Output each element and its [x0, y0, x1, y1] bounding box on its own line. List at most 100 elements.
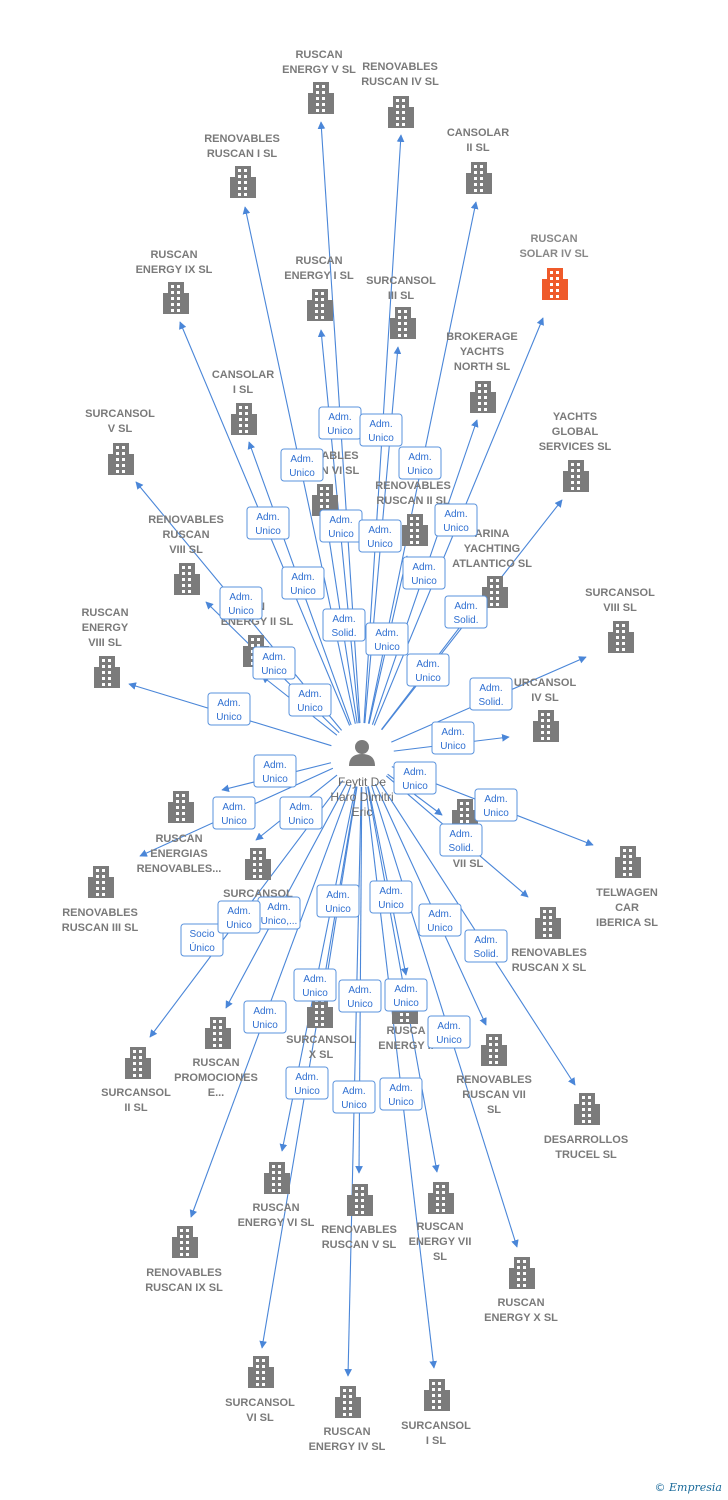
relation-label[interactable]: Adm.Unico [431, 721, 475, 755]
window [188, 572, 191, 575]
relation-label[interactable]: Adm.Unico [434, 503, 478, 537]
relation-label[interactable]: Adm.Unico [332, 1080, 376, 1114]
relation-label[interactable]: Adm.Unico [393, 761, 437, 795]
relation-label[interactable]: Adm.Unico [338, 979, 382, 1013]
relation-label[interactable]: Adm.Unico [369, 880, 413, 914]
relation-label[interactable]: Adm.Unico [207, 692, 251, 726]
relation-label[interactable]: Adm.Solid. [439, 823, 483, 857]
relation-label[interactable]: Adm.Unico [281, 566, 325, 600]
company-node-surcansol-ix[interactable]: SURCANSOL [223, 848, 293, 900]
relation-label[interactable]: Adm.Unico [293, 968, 337, 1002]
relation-label[interactable]: Adm.Unico [279, 796, 323, 830]
window [343, 1407, 346, 1410]
relation-label[interactable]: Adm.Unico [212, 796, 256, 830]
window [171, 309, 174, 312]
brand-logo[interactable]: Empresia [669, 1481, 722, 1494]
relation-label[interactable]: Adm.Unico [474, 788, 518, 822]
company-node-ruscan-energias-renovables[interactable]: RUSCANENERGIASRENOVABLES... [137, 791, 222, 875]
company-label-line: URCANSOL [514, 677, 577, 689]
company-label-line: ENERGIAS [150, 848, 207, 860]
relation-label[interactable]: Adm.Unico [319, 509, 363, 543]
relation-label[interactable]: Adm.Unico [384, 978, 428, 1012]
relation-label[interactable]: Adm.Unico [427, 1015, 471, 1049]
relation-label[interactable]: Adm.Solid. [322, 608, 366, 642]
relation-text: Adm. [375, 628, 398, 639]
relation-label[interactable]: Adm.Solid. [444, 595, 488, 629]
relation-label[interactable]: Adm.Unico [219, 586, 263, 620]
company-label-line: RENOVABLES [362, 61, 438, 73]
relation-box [359, 413, 403, 447]
relation-label[interactable]: Adm.Unico,... [257, 896, 301, 930]
window [321, 316, 324, 319]
relation-label[interactable]: Adm.Unico [359, 413, 403, 447]
relation-label[interactable]: Adm.Solid. [469, 677, 513, 711]
company-node-surcansol-iv[interactable]: URCANSOL IV SL [514, 677, 577, 742]
relation-label[interactable]: Adm.Unico [217, 900, 261, 934]
company-label-line: RUSCAN I SL [207, 148, 278, 160]
relation-label[interactable]: Adm.Unico [243, 1000, 287, 1034]
window [102, 893, 105, 896]
relation-label[interactable]: Adm.Unico [379, 1077, 423, 1111]
relation-label[interactable]: Adm.Unico [246, 506, 290, 540]
relation-label[interactable]: Adm.Unico [365, 622, 409, 656]
relation-label[interactable]: Adm.Unico [398, 446, 442, 480]
company-label-line: GLOBAL [552, 426, 599, 438]
relation-label[interactable]: Adm.Unico [285, 1066, 329, 1100]
company-label-line: VI SL [246, 1412, 274, 1424]
relation-text: Adm. [289, 802, 312, 813]
relation-label[interactable]: Adm.Unico [253, 754, 297, 788]
relation-box [384, 978, 428, 1012]
window [480, 165, 483, 168]
relation-label[interactable]: Adm.Solid. [464, 929, 508, 963]
relation-label[interactable]: Adm.Unico [252, 646, 296, 680]
relation-label[interactable]: Adm.Unico [288, 683, 332, 717]
relation-label[interactable]: Adm.Unico [316, 884, 360, 918]
relation-label[interactable]: Adm.Unico [402, 556, 446, 590]
window [556, 283, 559, 286]
window [489, 1043, 492, 1046]
relation-label[interactable]: Adm.Unico [358, 519, 402, 553]
relation-label[interactable]: Adm.Unico [318, 406, 362, 440]
company-node-ruscan-promociones[interactable]: RUSCANPROMOCIONESE... [174, 1017, 258, 1099]
company-label-line: IV SL [531, 692, 559, 704]
relation-label[interactable]: Adm.Unico [406, 653, 450, 687]
relation-label[interactable]: Adm.Unico [418, 903, 462, 937]
company-label-line: SOLAR IV SL [519, 248, 588, 260]
relation-label[interactable]: Adm.Unico [280, 448, 324, 482]
